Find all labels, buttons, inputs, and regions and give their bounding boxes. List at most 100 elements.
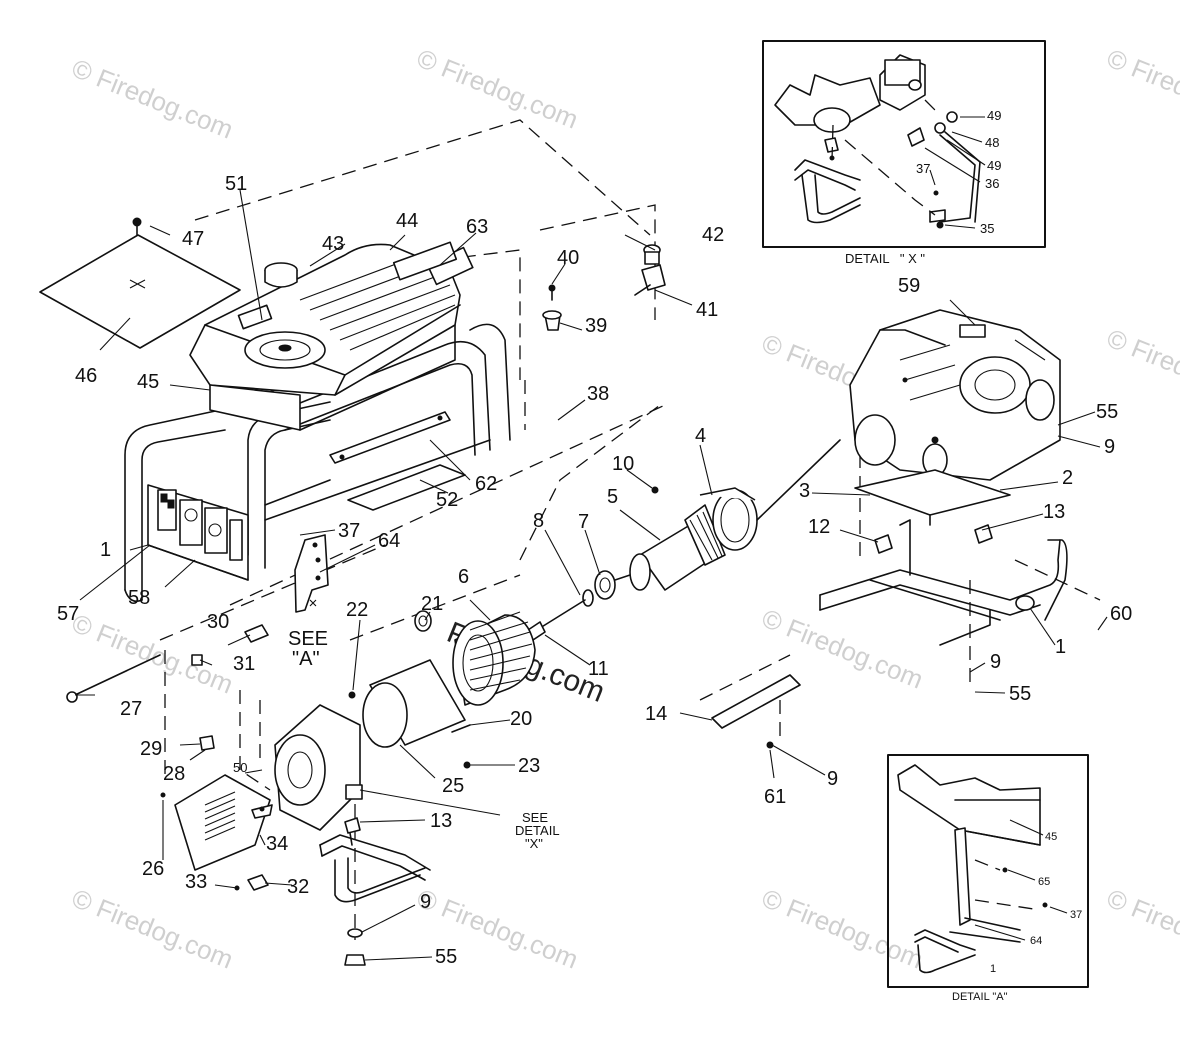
part-7-washer [594, 570, 616, 600]
label-52: 52 [436, 489, 458, 511]
label-55: 55 [435, 946, 457, 968]
label-60: 60 [1110, 603, 1132, 625]
see-a-callout-line1: SEE [288, 628, 328, 650]
label-63: 63 [466, 216, 488, 238]
see-a-callout-line2: "A" [292, 648, 320, 670]
label-26: 26 [142, 858, 164, 880]
label-13: 13 [430, 810, 452, 832]
label-57: 57 [57, 603, 79, 625]
detail-x-label-37: 37 [916, 161, 930, 176]
part-57-control-panel [147, 484, 249, 581]
part-5-rotor [599, 504, 726, 591]
part-59-engine [849, 309, 1061, 481]
label-28: 28 [163, 763, 185, 785]
part-25-rear-bearing-carrier [274, 704, 363, 831]
label-6: 6 [458, 566, 469, 588]
part-11-through-bolt [527, 599, 586, 641]
part-64-bracket [294, 534, 329, 613]
label-5: 5 [607, 486, 618, 508]
label-12: 12 [808, 516, 830, 538]
label-22: 22 [346, 599, 368, 621]
label-55: 55 [1096, 401, 1118, 423]
label-32: 32 [287, 876, 309, 898]
label-9: 9 [827, 768, 838, 790]
label-21: 21 [421, 593, 443, 615]
label-39: 39 [585, 315, 607, 337]
detail-x-label-48: 48 [985, 135, 999, 150]
detail-x-title: DETAIL " X " [845, 251, 925, 266]
label-59: 59 [898, 275, 920, 297]
label-29: 29 [140, 738, 162, 760]
label-8: 8 [533, 510, 544, 532]
part-43-fuel-cap [264, 262, 298, 288]
label-55: 55 [1009, 683, 1031, 705]
part-labels: 51 47 43 44 63 42 40 41 39 46 45 38 62 5… [57, 173, 1132, 968]
label-13: 13 [1043, 501, 1065, 523]
label-46: 46 [75, 365, 97, 387]
part-52-bracket [329, 411, 466, 511]
label-27: 27 [120, 698, 142, 720]
watermark: © Firedog.com [68, 53, 238, 145]
label-11: 11 [588, 658, 609, 680]
label-33: 33 [185, 871, 207, 893]
label-9: 9 [420, 891, 431, 913]
part-1-frame-right [819, 519, 1068, 646]
detail-a-label-65: 65 [1038, 876, 1050, 888]
see-detail-x-callout-line2: DETAIL [515, 823, 560, 838]
part-4-bearing-housing [699, 439, 841, 551]
see-detail-x-callout-line1: SEE [522, 810, 548, 825]
label-3: 3 [799, 480, 810, 502]
part-3-engine-base [854, 469, 1011, 554]
label-43: 43 [322, 233, 344, 255]
label-47: 47 [182, 228, 204, 250]
label-7: 7 [578, 511, 589, 533]
label-41: 41 [696, 299, 718, 321]
label-64: 64 [378, 530, 400, 552]
part-6-stator [452, 611, 536, 706]
detail-a-label-37: 37 [1070, 909, 1082, 921]
label-37: 37 [338, 520, 360, 542]
label-9: 9 [1104, 436, 1115, 458]
part-63-fuel-gauge [392, 241, 458, 281]
label-1: 1 [100, 539, 111, 561]
part-8-washer [582, 589, 594, 607]
label-44: 44 [396, 210, 418, 232]
label-4: 4 [695, 425, 706, 447]
detail-x-label-35: 35 [980, 221, 994, 236]
detail-x-label-36: 36 [985, 176, 999, 191]
label-23: 23 [518, 755, 540, 777]
label-50: 50 [233, 760, 247, 775]
part-21-cylinder-cover [362, 610, 466, 748]
label-14: 14 [645, 703, 667, 725]
part-46-panel [39, 217, 241, 349]
label-10: 10 [612, 453, 634, 475]
label-51: 51 [225, 173, 247, 195]
label-31: 31 [233, 653, 255, 675]
label-20: 20 [510, 708, 532, 730]
label-1: 1 [1055, 636, 1066, 658]
part-14-foot-bracket [711, 674, 801, 749]
part-10-screw [651, 486, 659, 494]
label-58: 58 [128, 587, 150, 609]
label-34: 34 [266, 833, 288, 855]
label-25: 25 [442, 775, 464, 797]
detail-a-inset: 45 65 37 64 1 DETAIL "A" [887, 754, 1089, 1003]
detail-x-label-49: 49 [987, 108, 1001, 123]
label-45: 45 [137, 371, 159, 393]
label-42: 42 [702, 224, 724, 246]
label-9: 9 [990, 651, 1001, 673]
leader-lines [75, 189, 1108, 961]
detail-a-label-64: 64 [1030, 935, 1042, 947]
watermark: © Firedog.com [1103, 883, 1180, 975]
watermark: © Firedog.com [413, 43, 583, 135]
part-small-fasteners [66, 624, 471, 891]
watermark: © Firedog.com [1103, 43, 1180, 135]
see-detail-x-callout-line3: "X" [525, 836, 543, 851]
watermark: © Firedog.com [68, 883, 238, 975]
part-34-end-cover [174, 774, 271, 871]
label-40: 40 [557, 247, 579, 269]
label-61: 61 [764, 786, 786, 808]
watermark: © Firedog.com [758, 883, 928, 975]
part-fuel-valve [542, 244, 666, 331]
